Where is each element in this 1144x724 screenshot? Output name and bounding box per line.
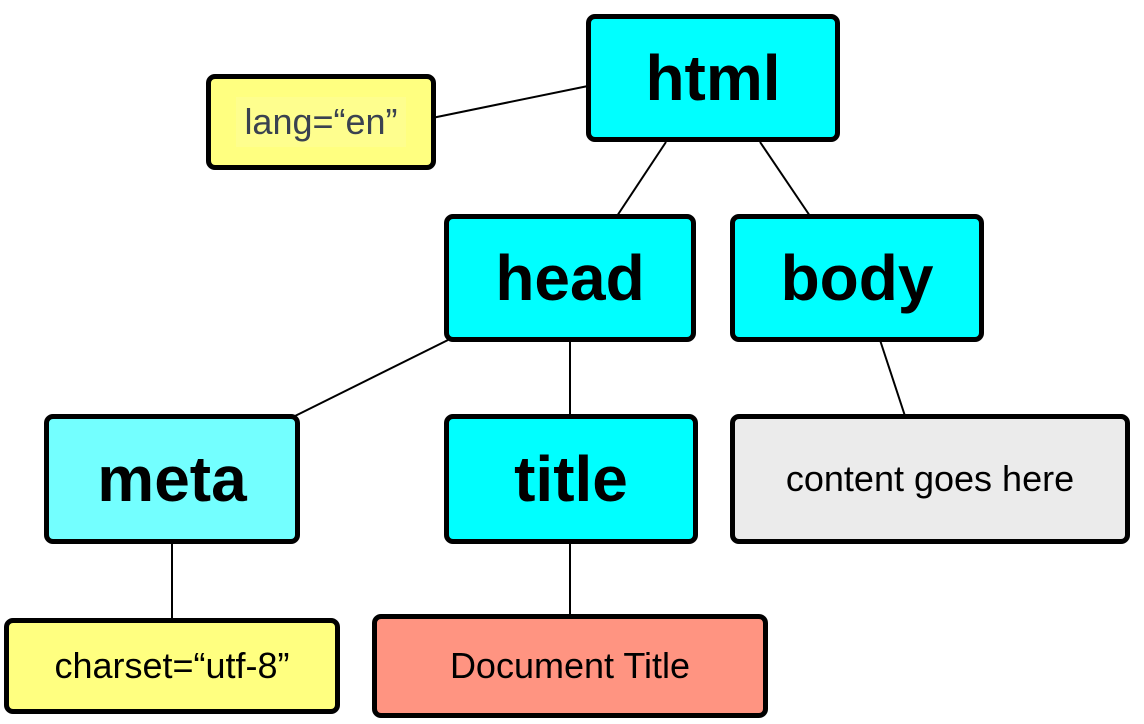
node-lang-attribute: lang=“en” bbox=[206, 74, 436, 170]
node-content-text: content goes here bbox=[730, 414, 1130, 544]
node-head-label: head bbox=[495, 242, 645, 314]
node-title: title bbox=[444, 414, 698, 544]
node-meta-label: meta bbox=[97, 443, 247, 515]
node-charset-label: charset=“utf-8” bbox=[54, 645, 290, 686]
node-html: html bbox=[586, 14, 840, 142]
edge-html-lang bbox=[431, 85, 589, 119]
node-body: body bbox=[730, 214, 984, 342]
edge-head-meta bbox=[294, 339, 449, 417]
node-title-label: title bbox=[514, 443, 628, 515]
edge-body-content bbox=[879, 339, 906, 417]
node-meta: meta bbox=[44, 414, 300, 544]
node-doc-title-label: Document Title bbox=[449, 645, 691, 686]
node-html-label: html bbox=[645, 42, 781, 114]
node-charset-attribute: charset=“utf-8” bbox=[4, 618, 340, 714]
node-lang-label: lang=“en” bbox=[236, 97, 406, 147]
edge-html-body bbox=[759, 141, 811, 217]
edge-html-head bbox=[616, 141, 667, 217]
node-document-title-text: Document Title bbox=[372, 614, 768, 718]
node-body-label: body bbox=[780, 242, 934, 314]
node-content-label: content goes here bbox=[785, 458, 1075, 499]
node-head: head bbox=[444, 214, 696, 342]
